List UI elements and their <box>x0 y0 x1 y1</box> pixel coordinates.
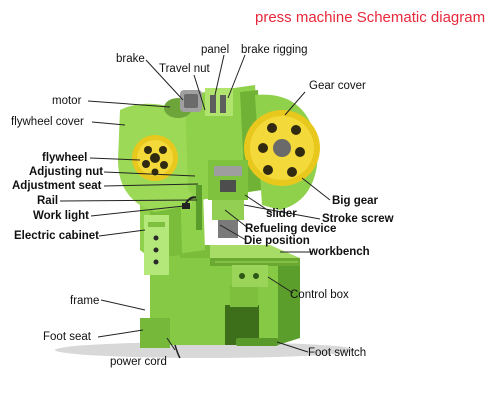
leader-lines <box>59 54 331 353</box>
foot-seat-shape <box>140 318 170 348</box>
label-refueling-device: Refueling device <box>245 223 337 235</box>
label-power-cord: power cord <box>110 356 167 368</box>
label-control-box: Control box <box>290 289 349 301</box>
die-position-shape <box>212 200 244 220</box>
label-die-position: Die position <box>244 235 310 247</box>
label-gear-cover: Gear cover <box>309 80 366 92</box>
foot-seat-block <box>230 285 258 307</box>
panel-shape <box>205 88 233 116</box>
label-adjustment-seat: Adjustment seat <box>12 180 102 192</box>
label-panel: panel <box>201 44 230 56</box>
ground-shadow <box>55 342 355 358</box>
label-motor: motor <box>52 95 82 107</box>
label-travel-nut: Travel nut <box>159 63 210 75</box>
label-big-gear: Big gear <box>332 195 379 207</box>
label-adjusting-nut: Adjusting nut <box>29 166 104 178</box>
label-brake: brake <box>116 53 145 65</box>
rail-shape <box>196 185 202 230</box>
frame-side <box>268 255 300 345</box>
control-box-shape <box>232 265 268 287</box>
label-workbench: workbench <box>309 246 370 258</box>
foot-switch-shape <box>236 338 278 346</box>
label-flywheel-cover: flywheel cover <box>11 116 84 128</box>
label-slider: slider <box>266 208 297 220</box>
diagram-title: press machine Schematic diagram <box>255 9 486 26</box>
label-work-light: Work light <box>33 210 90 222</box>
label-brake-rigging: brake rigging <box>241 44 308 56</box>
power-cord-shape <box>174 344 181 359</box>
label-stroke-screw: Stroke screw <box>322 213 394 225</box>
label-frame: frame <box>70 295 100 307</box>
label-foot-seat: Foot seat <box>43 331 91 343</box>
label-flywheel: flywheel <box>42 152 88 164</box>
label-electric-cabinet: Electric cabinet <box>14 230 100 242</box>
label-rail: Rail <box>37 195 59 207</box>
label-foot-switch: Foot switch <box>308 347 367 359</box>
